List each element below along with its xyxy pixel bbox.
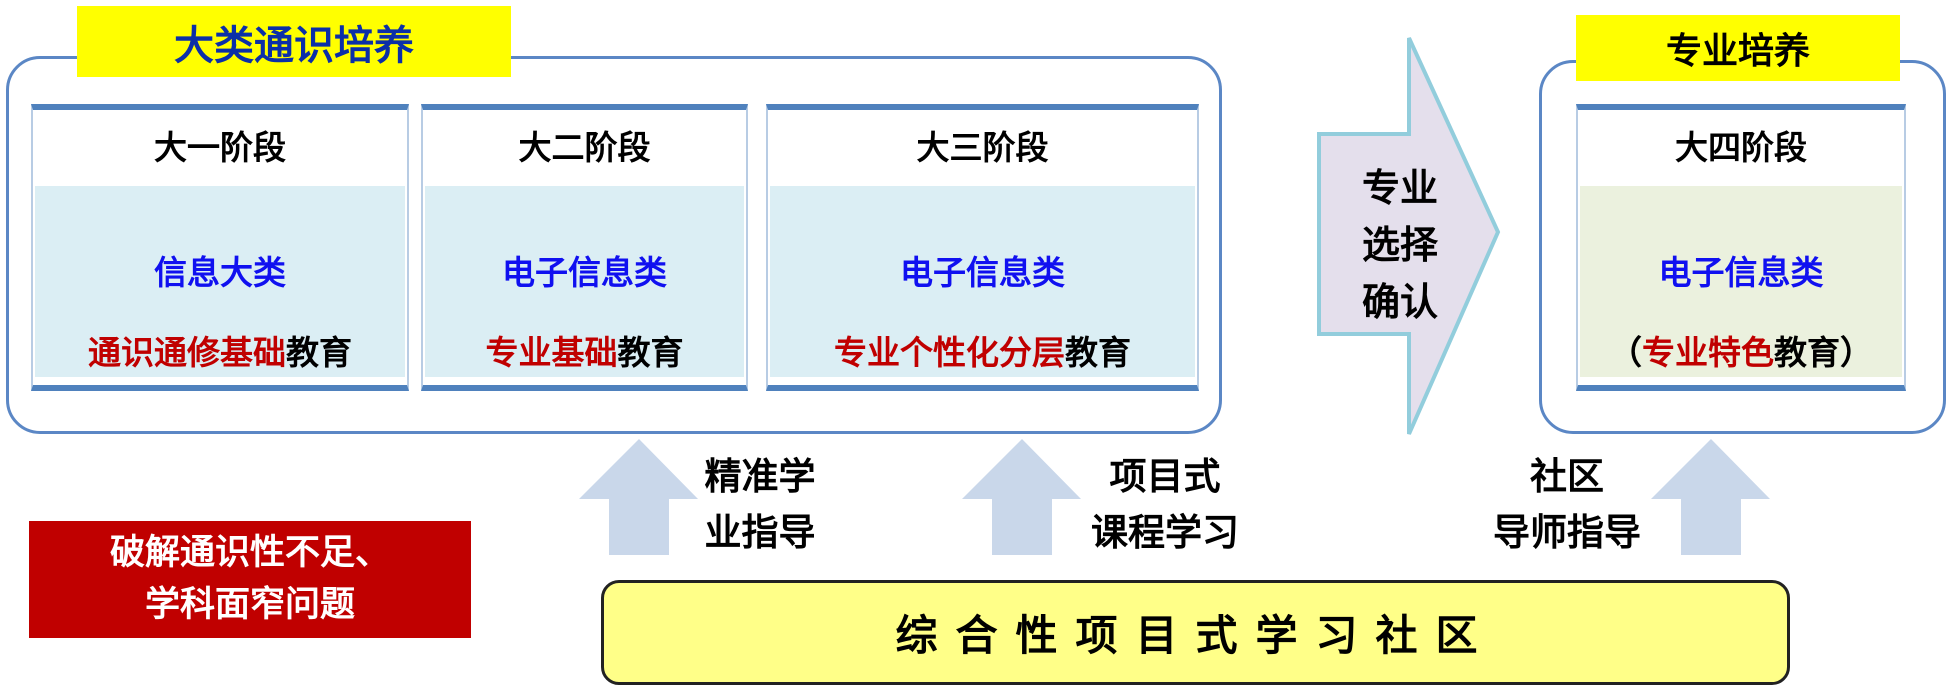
stage-year-1: 大一阶段 信息大类 通识通修基础教育 <box>31 104 409 391</box>
paren-open: （ <box>1609 333 1642 372</box>
support-project-courses: 项目式课程学习 <box>1075 449 1255 561</box>
stage-suffix: 教育 <box>617 333 684 372</box>
up-arrow-icon <box>1651 439 1770 555</box>
arrow-line: 专业 <box>1361 166 1438 210</box>
stage-category: 电子信息类 <box>502 253 667 292</box>
stage-focus: 专业基础 <box>485 333 618 372</box>
arrow-line: 选择 <box>1361 223 1438 267</box>
major-selection-text: 专业 选择 确认 <box>1330 160 1470 331</box>
stage-title: 大二阶段 <box>518 128 651 167</box>
general-education-label: 大类通识培养 <box>77 6 511 77</box>
up-arrow-icon <box>579 439 698 555</box>
stage-year-2: 大二阶段 电子信息类 专业基础教育 <box>421 104 748 391</box>
stage-category: 电子信息类 <box>900 253 1065 292</box>
support-line: 社区 <box>1530 455 1604 498</box>
stage-title: 大三阶段 <box>916 128 1049 167</box>
stage-focus: 专业特色 <box>1642 333 1774 372</box>
support-line: 精准学 <box>704 455 816 498</box>
stage-title: 大四阶段 <box>1675 128 1807 167</box>
stage-focus: 通识通修基础 <box>88 333 286 372</box>
major-training-label: 专业培养 <box>1576 15 1900 81</box>
stage-suffix: 教育 <box>1774 333 1840 372</box>
support-line: 导师指导 <box>1493 511 1641 554</box>
major-selection-arrow-icon <box>1317 37 1501 435</box>
problem-box: 破解通识性不足、 学科面窄问题 <box>29 521 471 638</box>
support-community-mentor: 社区导师指导 <box>1477 449 1657 561</box>
up-arrow-icon <box>962 439 1081 555</box>
problem-line: 学科面窄问题 <box>144 585 355 625</box>
stage-focus: 专业个性化分层 <box>834 333 1065 372</box>
stage-year-4: 大四阶段 电子信息类 （专业特色教育） <box>1576 104 1906 391</box>
stage-suffix: 教育 <box>286 333 352 372</box>
paren-close: ） <box>1840 333 1873 372</box>
stage-category: 电子信息类 <box>1658 253 1824 292</box>
learning-community-box: 综合性项目式学习社区 <box>601 580 1790 685</box>
stage-suffix: 教育 <box>1065 333 1131 372</box>
arrow-line: 确认 <box>1361 280 1438 324</box>
stage-year-3: 大三阶段 电子信息类 专业个性化分层教育 <box>766 104 1199 391</box>
support-line: 课程学习 <box>1091 511 1239 554</box>
problem-line: 破解通识性不足、 <box>109 533 390 573</box>
support-line: 业指导 <box>704 511 816 554</box>
support-line: 项目式 <box>1109 455 1221 498</box>
stage-category: 信息大类 <box>154 253 286 292</box>
stage-title: 大一阶段 <box>154 128 286 167</box>
support-academic-guidance: 精准学业指导 <box>680 449 840 561</box>
